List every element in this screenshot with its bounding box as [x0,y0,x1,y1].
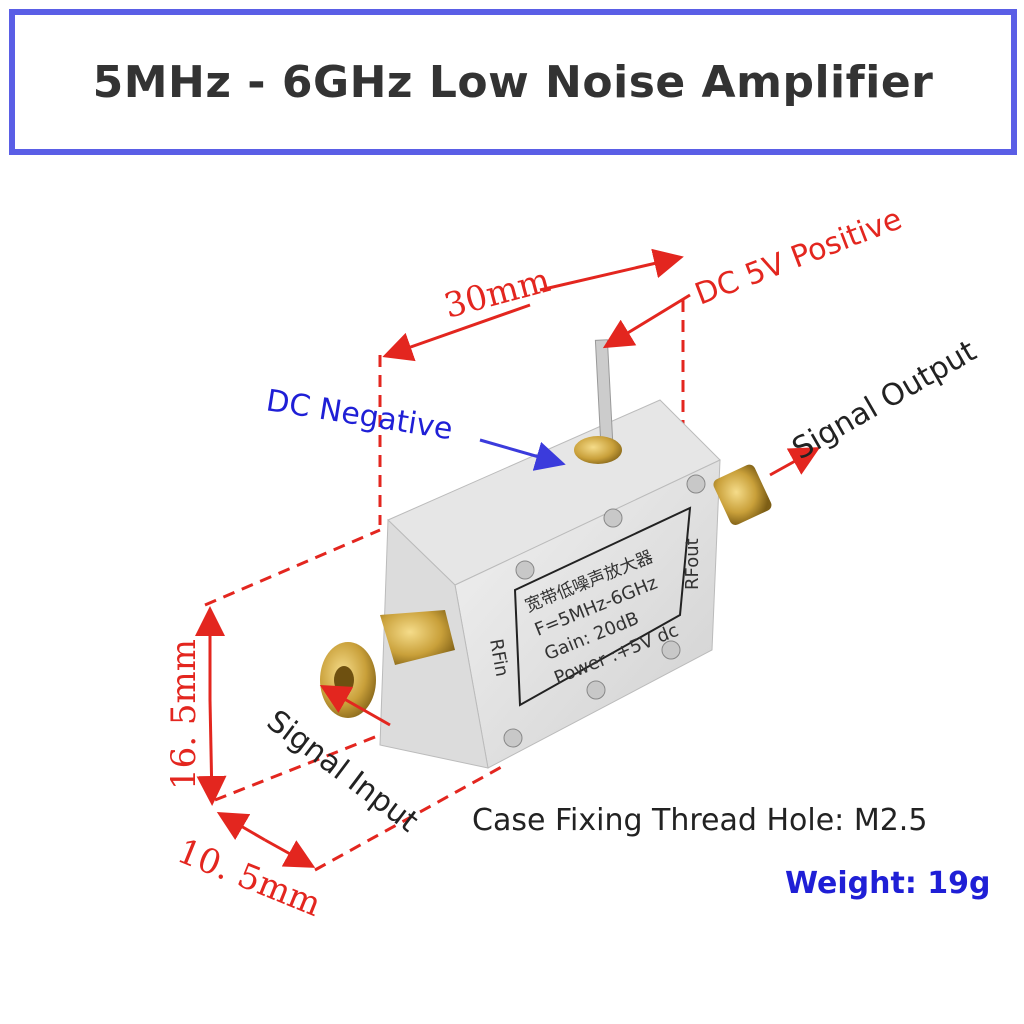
page-title: 5MHz - 6GHz Low Noise Amplifier [92,56,934,108]
thread-hole-spec: Case Fixing Thread Hole: M2.5 [472,803,927,838]
label-rfout: RFout [682,538,703,590]
title-banner: 5MHz - 6GHz Low Noise Amplifier [9,9,1017,155]
dc-negative-label: DC Negative [264,383,455,447]
signal-output-label: Signal Output [787,334,983,467]
width-label: 10. 5mm [172,831,327,925]
amplifier-module: 宽带低噪声放大器 F=5MHz-6GHz Gain: 20dB Power :+… [320,339,772,769]
dc-positive-label: DC 5V Positive [690,202,906,313]
dimension-guides [204,300,685,872]
height-label: 16. 5mm [164,639,204,790]
annotation-arrows [195,248,821,868]
rfout-connector [713,464,772,525]
weight-spec: Weight: 19g [785,866,991,901]
